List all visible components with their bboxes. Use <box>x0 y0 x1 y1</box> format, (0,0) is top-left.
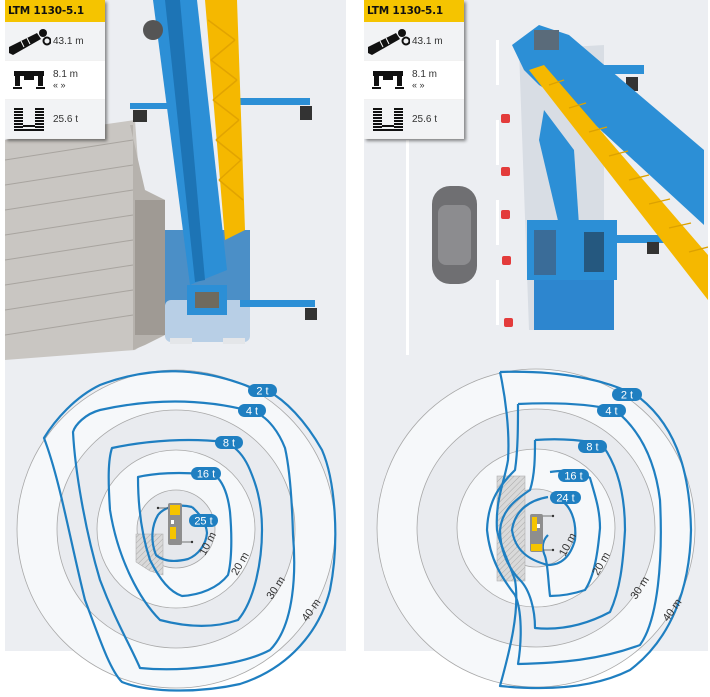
contour-25t <box>151 504 209 562</box>
counterweight-value: 25.6 t <box>412 113 438 125</box>
svg-text:2 t: 2 t <box>621 390 633 402</box>
load-tag-25t: 25 t <box>189 514 218 528</box>
load-tag-8t: 8 t <box>578 440 607 454</box>
crane-photo-building <box>5 0 317 360</box>
boom-length-value: 43.1 m <box>53 35 84 47</box>
spec-row-boom: 43.1 m <box>364 22 464 61</box>
load-tag-2t: 2 t <box>612 388 642 402</box>
outrigger-span-value: 8.1 m <box>53 69 79 80</box>
telescopic-boom-icon <box>364 24 412 58</box>
counterweight-icon <box>364 102 412 136</box>
contour-4t <box>485 402 662 666</box>
spec-row-outrigger: 8.1 m « » <box>5 61 105 100</box>
contour-16t <box>136 471 233 598</box>
spec-card: LTM 1130-5.1 43.1 m 8.1 m « » 25.6 t <box>5 0 105 139</box>
contour-8t <box>107 438 264 628</box>
left-load-chart: 2 t 4 t 8 t 16 t 25 t 10 m 20 m 30 m 40 … <box>16 369 337 692</box>
crane-symbol <box>156 503 194 545</box>
counterweight-value: 25.6 t <box>53 113 79 125</box>
svg-text:16 t: 16 t <box>564 471 582 483</box>
spec-row-counterweight: 25.6 t <box>5 100 105 139</box>
svg-text:2 t: 2 t <box>256 386 268 398</box>
outrigger-arrows: « » <box>412 80 425 90</box>
load-tag-4t: 4 t <box>238 404 266 418</box>
outrigger-arrows: « » <box>53 80 66 90</box>
svg-text:4 t: 4 t <box>246 406 258 418</box>
load-tag-2t: 2 t <box>248 384 277 398</box>
outrigger-span-value: 8.1 m <box>412 69 438 80</box>
contour-4t <box>71 400 296 671</box>
outrigger-icon <box>5 63 53 97</box>
svg-text:25 t: 25 t <box>194 516 212 528</box>
model-title: LTM 1130-5.1 <box>5 0 105 22</box>
telescopic-boom-icon <box>5 24 53 58</box>
spec-card: LTM 1130-5.1 43.1 m 8.1 m « » 25.6 t <box>364 0 464 139</box>
crane-photo-road <box>406 25 708 355</box>
model-title: LTM 1130-5.1 <box>364 0 464 22</box>
outrigger-icon <box>364 63 412 97</box>
svg-text:16 t: 16 t <box>197 469 215 481</box>
contour-16t <box>541 469 602 598</box>
load-tag-4t: 4 t <box>597 404 626 418</box>
spec-row-outrigger: 8.1 m « » <box>364 61 464 100</box>
crane-symbol <box>530 514 555 552</box>
right-load-chart: 2 t 4 t 8 t 16 t 24 t 10 m 20 m 30 m 40 … <box>376 368 696 690</box>
load-tag-8t: 8 t <box>215 436 243 450</box>
load-tag-24t: 24 t <box>550 491 581 505</box>
load-tag-16t: 16 t <box>191 467 221 481</box>
contour-8t <box>498 438 627 630</box>
svg-text:8 t: 8 t <box>586 442 598 454</box>
svg-text:8 t: 8 t <box>223 438 235 450</box>
contour-24t <box>510 495 577 567</box>
spec-row-boom: 43.1 m <box>5 22 105 61</box>
boom-length-value: 43.1 m <box>412 35 443 47</box>
load-tag-16t: 16 t <box>558 469 589 483</box>
contour-2t <box>42 370 337 692</box>
counterweight-icon <box>5 102 53 136</box>
svg-text:24 t: 24 t <box>556 493 574 505</box>
svg-text:4 t: 4 t <box>605 406 617 418</box>
contour-2t <box>495 370 693 690</box>
spec-row-counterweight: 25.6 t <box>364 100 464 139</box>
